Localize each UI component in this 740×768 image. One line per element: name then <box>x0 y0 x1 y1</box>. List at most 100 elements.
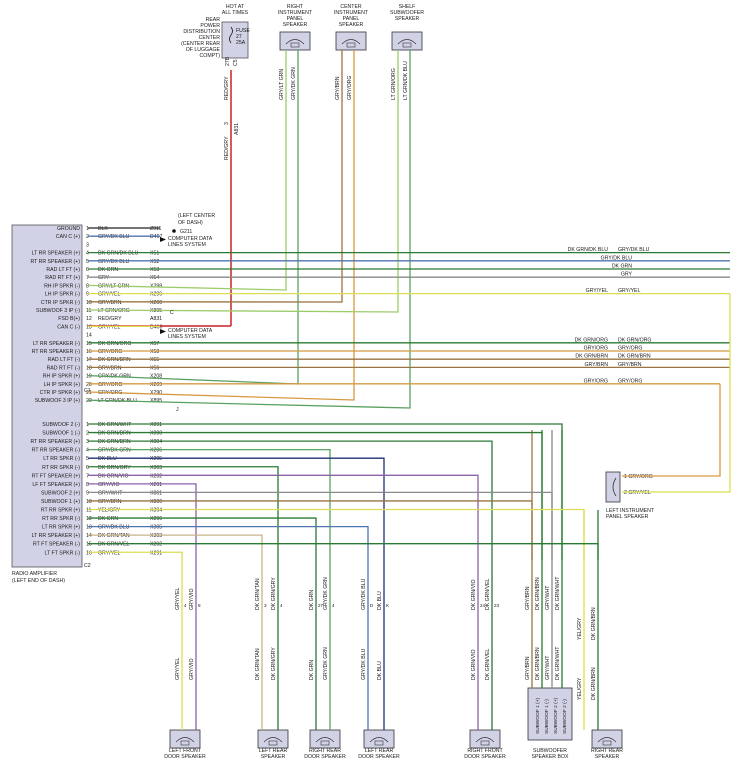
top-speaker-label-shelf-sub: SUBWOOFER <box>390 10 424 16</box>
pdc-label: REAR <box>206 17 221 23</box>
c1-pin-number: 14 <box>86 333 92 339</box>
pdc-label: COMPT) <box>200 53 221 59</box>
subwoofer-box-label: SPEAKER BOX <box>532 754 569 760</box>
wire-label: YEL/GRY <box>577 677 583 700</box>
connector-pin-label: 27 <box>318 603 324 608</box>
right-wire-label: GRY/YEL <box>618 288 641 294</box>
c2-pin-number: 1 <box>86 422 89 428</box>
c1-wire-color: GRY <box>98 275 110 281</box>
speaker-right-ip-icon-magnet-icon <box>290 42 300 48</box>
c2-wire-color: GRY/BRN <box>98 499 122 505</box>
top-speaker-label-center-ip: INSTRUMENT <box>334 10 369 16</box>
c1-circuit-id: D467 <box>150 234 163 240</box>
c1-circuit-id: X299 <box>150 292 162 298</box>
connector-pin-label: 4 <box>184 603 187 608</box>
wire-label: DK GRN/TAN <box>255 578 261 610</box>
speaker-right-rear-door-icon-magnet-icon <box>320 740 330 746</box>
right-wire-label: GRY/BRN <box>618 362 642 368</box>
c2-circuit-id: X801 <box>150 490 162 496</box>
wire-label: DK BLU <box>377 591 383 610</box>
c2-pin-number: 8 <box>86 482 89 488</box>
red-wire-label: RED/GRY <box>224 136 230 160</box>
c1-circuit-id: X290 <box>150 390 162 396</box>
c1-pin-number: 1 <box>86 226 89 232</box>
c1-pin-number: 2 <box>86 234 89 240</box>
radio-amplifier-box <box>11 224 83 568</box>
c1-pin-name: LT RR SPEAKER (+) <box>32 251 81 257</box>
wire-c2-row-2 <box>88 431 543 560</box>
left-ip-pin-label: 2 GRY/YEL <box>624 490 651 496</box>
wire-c2-row-12 <box>88 517 317 560</box>
wire-c2-row-9 <box>88 491 553 560</box>
c1-pin-number: 17 <box>86 357 92 363</box>
c2-pin-number: 15 <box>86 542 92 548</box>
speaker-right-ip-icon <box>279 31 311 51</box>
top-speaker-label-right-ip: PANEL <box>287 16 304 22</box>
connector-pin-label: K <box>386 603 390 608</box>
arrow-icon <box>160 329 166 334</box>
speaker-left-rear-icon-magnet-icon <box>268 740 278 746</box>
wire-label: GRY/BRN <box>335 76 341 100</box>
c1-circuit-id: X51 <box>150 251 159 257</box>
wire-c2-row-14 <box>88 534 263 560</box>
fuse-label: FUSE <box>236 28 250 34</box>
wire-label: GRY/DK BLU <box>361 648 367 680</box>
fuse-connector-label: C5 <box>233 59 239 66</box>
speaker-left-rear-icon <box>257 729 289 749</box>
wire-label: GRY/YEL <box>175 587 181 610</box>
c1-pin-number: 12 <box>86 316 92 322</box>
speaker-left-front-door-icon-magnet-icon <box>180 740 190 746</box>
wire-label: GRY/VIO <box>189 658 195 680</box>
left-center-dash-label: (LEFT CENTER <box>178 213 215 219</box>
c2-pin-number: 16 <box>86 550 92 556</box>
right-wire-label: GRY <box>621 272 633 278</box>
speaker-center-ip-icon-cone-icon <box>341 39 361 45</box>
c2-pin-name: SUBWOOF 2 (+) <box>41 490 80 496</box>
splice-label: J <box>176 407 179 413</box>
c1-pin-name: RT RR SPEAKER (-) <box>32 349 81 355</box>
wire-c2-row-15 <box>88 543 599 560</box>
right-wire-label: GRY/DK BLU <box>618 247 650 253</box>
c2-wire-color: DK GRN/TAN <box>98 533 130 539</box>
c1-pin-number: 16 <box>86 349 92 355</box>
speaker-left-rear-door-icon <box>363 729 395 749</box>
bottom-speaker-label-right-front-door: DOOR SPEAKER <box>464 754 506 760</box>
wire-label: GRY/DK GRN <box>323 647 329 680</box>
wire-label: DK GRN <box>309 590 315 610</box>
wire-label: DK GRN/BRN <box>535 577 541 610</box>
speaker-right-rear-door-icon-cone-icon <box>315 737 335 743</box>
c1-circuit-id: X58 <box>150 349 159 355</box>
wire-label: DK GRN/GRY <box>271 647 277 680</box>
c2-pin-number: 2 <box>86 431 89 437</box>
right-wire-label: DK GRN/DK BLU <box>568 247 609 253</box>
c2-pin-name: LT FT SPKR (-) <box>45 550 81 556</box>
bottom-speaker-label-left-rear: LEFT REAR <box>259 748 288 754</box>
c1-pin-name: RAD LT FT (-) <box>48 357 81 363</box>
wire-label: DK GRN <box>309 660 315 680</box>
connector-pin-label: 3 <box>264 603 267 608</box>
wire-label: GRY/DK GRN <box>291 67 297 100</box>
c2-pin-name: LF FT SPEAKER (+) <box>32 482 80 488</box>
c1-pin-name: SUBWOOF 3 IP (-) <box>36 308 80 314</box>
c1-pin-name: RT RR SPEAKER (+) <box>30 259 80 265</box>
c1-pin-number: 5 <box>86 259 89 265</box>
c1-circuit-id: X200 <box>150 300 162 306</box>
wire-label: LT GRN/DK BLU <box>403 61 409 100</box>
c2-pin-name: RT FT SPEAKER (+) <box>32 473 81 479</box>
subwoofer-terminal-label: SUBWOOF 2 (-) <box>562 699 568 734</box>
speaker-right-rear-icon <box>591 729 623 749</box>
c2-pin-number: 5 <box>86 456 89 462</box>
c2-circuit-id: X091 <box>150 422 162 428</box>
c2-pin-name: SUBWOOF 1 (+) <box>41 499 80 505</box>
c2-wire-color: DK GRN/BRN <box>98 439 131 445</box>
computer-data-label: COMPUTER DATA <box>168 236 213 242</box>
wire-label: DK GRN/WHT <box>555 576 561 610</box>
wire-label: DK GRN/BRN <box>535 647 541 680</box>
wire-label: DK GRN/WHT <box>555 646 561 680</box>
wire-c2-row-5 <box>88 457 385 560</box>
c1-wire-color: DK GRN <box>98 267 118 273</box>
top-speaker-label-center-ip: SPEAKER <box>339 22 364 28</box>
c2-circuit-id: X303 <box>150 533 162 539</box>
right-wire-label: DK GRN/BRN <box>618 354 651 360</box>
